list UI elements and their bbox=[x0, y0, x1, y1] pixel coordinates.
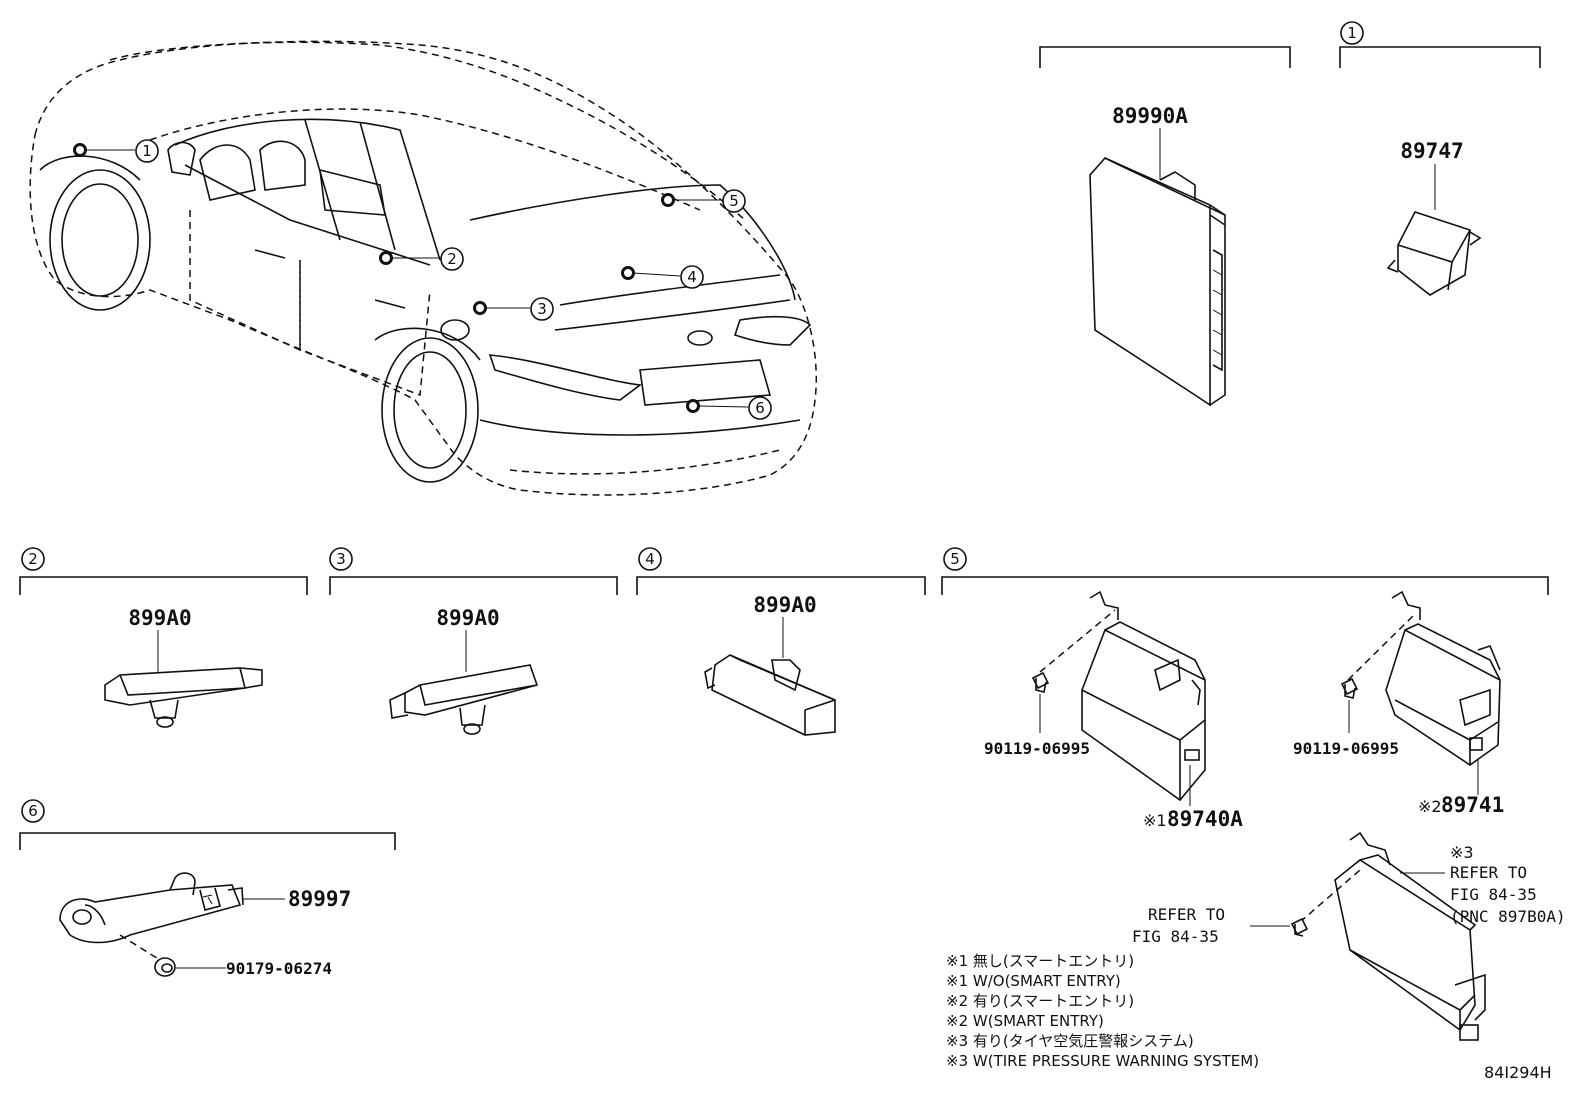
car-marker-1: 1 bbox=[73, 139, 159, 163]
car-marker-label: 1 bbox=[142, 142, 152, 160]
callout-circle bbox=[680, 265, 704, 289]
group-bracket bbox=[636, 576, 926, 595]
part-number[interactable]: 89741 bbox=[1441, 793, 1504, 817]
sensor-module-icon bbox=[1386, 211, 1482, 296]
group-5: 5 90119-06995 ※1 89740A bbox=[941, 547, 1566, 1041]
car-marker-4: 4 bbox=[621, 265, 704, 289]
group-callout: 6 bbox=[28, 802, 38, 820]
receiver-module-icon bbox=[1385, 590, 1501, 766]
bolt-icon bbox=[1290, 917, 1309, 937]
antenna-module-icon bbox=[704, 654, 836, 736]
group-89990A: 89990A bbox=[1039, 46, 1291, 407]
part-number[interactable]: 89740A bbox=[1167, 807, 1243, 831]
car-marker-6: 6 bbox=[686, 396, 772, 420]
option-note: ※1 bbox=[1143, 811, 1167, 830]
callout-circle bbox=[440, 247, 464, 271]
option-legend: ※1 無し(スマートエントリ) ※1 W/O(SMART ENTRY) ※2 有… bbox=[946, 952, 1259, 1070]
car-marker-label: 5 bbox=[729, 192, 739, 210]
legend-line: ※2 有り(スマートエントリ) bbox=[946, 992, 1134, 1010]
legend-line: ※1 無し(スマートエントリ) bbox=[946, 952, 1134, 970]
sensor-bracket-icon bbox=[59, 872, 244, 944]
legend-line: ※2 W(SMART ENTRY) bbox=[946, 1012, 1104, 1030]
callout-circle bbox=[21, 547, 45, 571]
legend-line: ※1 W/O(SMART ENTRY) bbox=[946, 972, 1121, 990]
group-bracket bbox=[1339, 46, 1541, 68]
group-bracket bbox=[1039, 46, 1291, 68]
car-marker-label: 2 bbox=[447, 250, 457, 268]
callout-circle bbox=[329, 547, 353, 571]
part-number[interactable]: 899A0 bbox=[436, 606, 499, 630]
group-bracket bbox=[941, 576, 1549, 595]
callout-circle bbox=[530, 297, 554, 321]
callout-circle bbox=[1340, 21, 1364, 45]
part-number[interactable]: 89997 bbox=[288, 887, 351, 911]
refer-text: FIG 84-35 bbox=[1450, 885, 1537, 904]
refer-text: (PNC 897B0A) bbox=[1450, 907, 1566, 926]
group-bracket bbox=[329, 576, 618, 595]
figure-code: 84I294H bbox=[1484, 1063, 1552, 1082]
callout-circle bbox=[748, 396, 772, 420]
group-3: 3 899A0 bbox=[329, 547, 618, 735]
part-number[interactable]: 899A0 bbox=[128, 606, 191, 630]
legend-line: ※3 有り(タイヤ空気圧警報システム) bbox=[946, 1032, 1194, 1050]
car-marker-label: 6 bbox=[755, 399, 765, 417]
refer-text: REFER TO bbox=[1450, 863, 1527, 882]
ecu-module-icon bbox=[1089, 157, 1226, 407]
part-number[interactable]: 89990A bbox=[1112, 104, 1188, 128]
car-illustration: 1 2 3 4 5 6 bbox=[29, 40, 818, 496]
car-marker-3: 3 bbox=[473, 297, 554, 321]
antenna-module-icon bbox=[389, 664, 539, 735]
group-2: 2 899A0 bbox=[19, 547, 308, 728]
clip-part-number[interactable]: 90179-06274 bbox=[226, 959, 332, 978]
group-bracket bbox=[19, 832, 396, 850]
group-callout: 2 bbox=[28, 550, 38, 568]
tpws-module-icon bbox=[1334, 831, 1486, 1041]
legend-line: ※3 W(TIRE PRESSURE WARNING SYSTEM) bbox=[946, 1052, 1259, 1070]
callout-circle bbox=[21, 799, 45, 823]
group-callout: 5 bbox=[950, 550, 960, 568]
part-number[interactable]: 899A0 bbox=[753, 593, 816, 617]
group-bracket bbox=[19, 576, 308, 595]
receiver-module-icon bbox=[1081, 590, 1206, 802]
callout-circle bbox=[135, 139, 159, 163]
group-1: 1 89747 bbox=[1339, 21, 1541, 296]
refer-text: REFER TO bbox=[1148, 905, 1225, 924]
option-note: ※3 bbox=[1450, 843, 1474, 862]
clip-icon bbox=[154, 957, 176, 977]
car-marker-label: 3 bbox=[537, 300, 547, 318]
option-note: ※2 bbox=[1418, 797, 1442, 816]
bolt-part-number[interactable]: 90119-06995 bbox=[984, 739, 1090, 758]
car-marker-2: 2 bbox=[379, 247, 464, 271]
bolt-icon bbox=[1340, 677, 1359, 699]
group-callout: 1 bbox=[1347, 24, 1357, 42]
callout-circle bbox=[943, 547, 967, 571]
car-marker-5: 5 bbox=[661, 189, 746, 213]
group-callout: 3 bbox=[336, 550, 346, 568]
bolt-part-number[interactable]: 90119-06995 bbox=[1293, 739, 1399, 758]
group-callout: 4 bbox=[645, 550, 655, 568]
car-marker-label: 4 bbox=[687, 268, 697, 286]
antenna-module-icon bbox=[104, 667, 263, 728]
group-4: 4 899A0 bbox=[636, 547, 926, 736]
part-number[interactable]: 89747 bbox=[1400, 139, 1463, 163]
group-6: 6 89997 90179-06274 bbox=[19, 799, 396, 978]
bolt-icon bbox=[1031, 671, 1050, 693]
callout-circle bbox=[638, 547, 662, 571]
callout-circle bbox=[722, 189, 746, 213]
refer-text: FIG 84-35 bbox=[1132, 927, 1219, 946]
